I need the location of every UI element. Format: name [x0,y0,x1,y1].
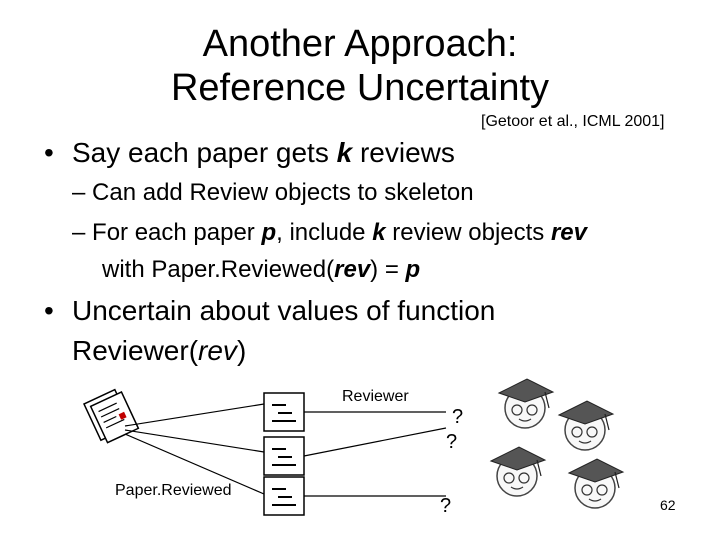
bullet-1-var: k [336,137,353,168]
var-rev: rev [334,256,371,283]
sub-bullet-2-text-a: For each paper [92,219,262,246]
bullet-1-text2: reviews [352,137,455,168]
paper-reviewed-label: Paper.Reviewed [115,482,232,499]
slide-title-line1: Another Approach: [202,23,518,65]
sub-marker: – [72,179,86,206]
bullet-2: • Uncertain about values of function [44,294,496,328]
page-number: 62 [660,497,676,513]
bullet-2-line2-a: Reviewer( [72,335,199,366]
sub-bullet-2-line2-a: with Paper.Reviewed( [102,256,335,283]
sub-bullet-1: – Can add Review objects to skeleton [72,178,474,208]
reviewer-arrows [303,411,447,497]
reviewer-label: Reviewer [342,388,409,405]
question-mark: ? [446,431,457,453]
reviewer-icon [489,446,547,497]
bullet-2-line2-b: ) [236,335,247,366]
sub-marker: – [72,219,86,246]
var-rev: rev [550,219,588,246]
reviewer-icon [567,458,625,509]
bullet-marker: • [44,137,54,168]
citation: [Getoor et al., ICML 2001] [481,113,665,130]
slide-title-line2: Reference Uncertainty [170,67,550,109]
bullet-2-line1: Uncertain about values of function [72,295,496,326]
sub-bullet-2-line2: with Paper.Reviewed(rev) = p [102,255,420,285]
question-mark: ? [440,495,451,517]
reference-uncertainty-diagram: Reviewer Paper.Reviewed ? ? ? [83,378,625,517]
reviewer-icon [557,400,615,451]
bullet-1: • Say each paper gets k reviews [44,136,455,170]
var-p: p [405,256,421,283]
sub-bullet-1-text: Can add Review objects to skeleton [92,179,474,206]
bullet-1-text: Say each paper gets [72,137,337,168]
review-object-icon [263,476,305,516]
bullet-marker: • [44,295,54,326]
reviewer-icon [497,378,555,429]
review-object-icon [263,392,305,432]
sub-bullet-2-text-c: review objects [385,219,551,246]
question-mark: ? [452,406,463,428]
var-p: p [261,219,277,246]
bullet-2-line2: Reviewer(rev) [72,334,246,368]
sub-bullet-2-text-b: , include [276,219,373,246]
sub-bullet-2-line2-b: ) = [370,256,406,283]
sub-bullet-2: – For each paper p, include k review obj… [72,218,587,248]
paper-reviewed-arrows [124,403,265,495]
review-object-icon [263,436,305,476]
var-k: k [372,219,386,246]
var-rev: rev [198,335,237,366]
